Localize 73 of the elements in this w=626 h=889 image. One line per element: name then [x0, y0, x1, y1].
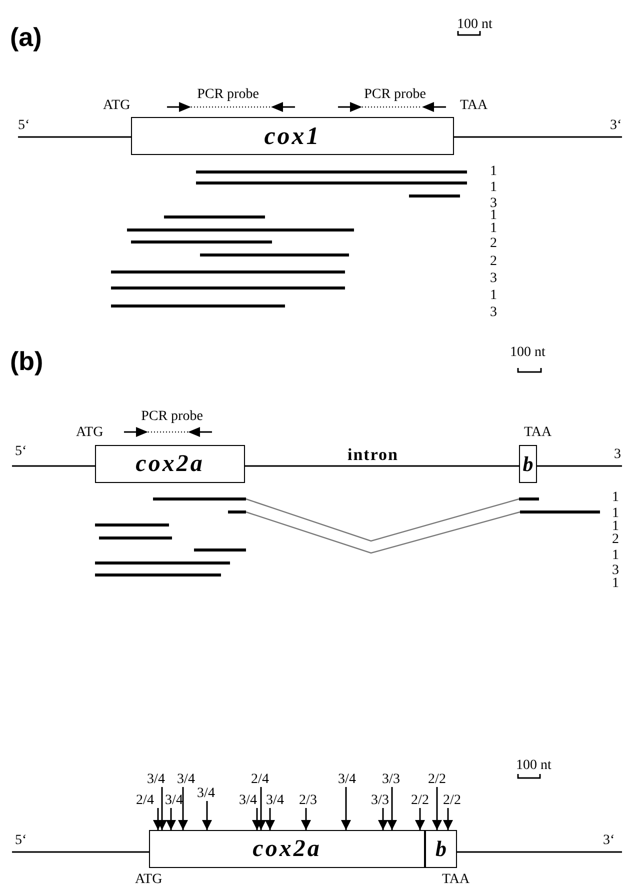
arrow [443, 808, 453, 830]
annotation-text: 1 [612, 491, 619, 505]
annotation-text: ATG [103, 99, 130, 113]
arrow [256, 787, 266, 830]
annotation-text: 1 [612, 520, 619, 534]
annotation-text: 1 [612, 577, 619, 591]
annotation-text: 1 [490, 165, 497, 179]
site-label: 2/3 [299, 794, 317, 808]
arrow [178, 787, 188, 830]
arrow [265, 808, 275, 830]
arrow [432, 787, 442, 830]
annotation-text: 3 [490, 272, 497, 286]
site-label: 2/4 [251, 773, 269, 787]
site-label: 2/2 [443, 794, 461, 808]
annotation-text: TAA [524, 426, 552, 440]
annotation-text: 3‘ [603, 834, 615, 848]
annotation-text: 2 [612, 533, 619, 547]
annotation-text: TAA [442, 873, 470, 887]
gene-box: cox2a [95, 445, 245, 483]
gene-box: b [425, 830, 457, 868]
annotation-text: 1 [490, 289, 497, 303]
gene-box: b [519, 445, 537, 483]
arrow [166, 808, 176, 830]
annotation-text: 3 [612, 564, 619, 578]
annotation-text: 1 [612, 549, 619, 563]
annotation-text: ATG [76, 426, 104, 440]
annotation-text: 1 [490, 209, 497, 223]
annotation-text: TAA [460, 99, 488, 113]
annotation-text: 100 nt [457, 18, 492, 32]
annotation-text: 5‘ [15, 445, 27, 459]
intron-label: intron [347, 446, 399, 463]
gene-box: cox2a [149, 830, 425, 868]
annotation-text: ATG [135, 873, 162, 887]
annotation-text: 5‘ [15, 834, 27, 848]
annotation-text: 3 [614, 448, 621, 462]
site-label: 3/4 [147, 773, 165, 787]
site-label: 3/4 [165, 794, 183, 808]
annotation-text: 3 [490, 306, 497, 320]
site-label: 2/4 [136, 794, 154, 808]
site-label: 3/4 [266, 794, 284, 808]
panel-label: (a) [10, 24, 42, 50]
annotation-text: PCR probe [197, 88, 259, 102]
annotation-text: 3 [490, 197, 497, 211]
annotation-text: 1 [490, 181, 497, 195]
arrow [301, 808, 311, 830]
annotation-text: 2 [490, 237, 497, 251]
site-label: 3/3 [382, 773, 400, 787]
arrow [252, 808, 262, 830]
gene-box: cox1 [131, 117, 454, 155]
annotation-text: PCR probe [364, 88, 426, 102]
panel-label: (b) [10, 348, 44, 374]
site-label: 2/2 [428, 773, 446, 787]
site-label: 3/4 [177, 773, 195, 787]
arrow [341, 787, 351, 830]
annotation-text: 1 [490, 222, 497, 236]
arrow [153, 808, 163, 830]
annotation-text: PCR probe [141, 410, 203, 424]
annotation-text: 2 [490, 255, 497, 269]
arrow [387, 787, 397, 830]
annotation-text: 100 nt [510, 346, 546, 360]
arrow [157, 787, 167, 830]
site-label: 3/4 [338, 773, 356, 787]
site-label: 3/3 [371, 794, 389, 808]
site-label: 2/2 [411, 794, 429, 808]
annotation-text: 100 nt [516, 759, 552, 773]
arrow [202, 801, 212, 830]
site-label: 3/4 [239, 794, 257, 808]
annotation-text: 5‘ [18, 119, 30, 133]
site-label: 3/4 [197, 787, 215, 801]
arrow [415, 808, 425, 830]
annotation-text: 1 [612, 507, 619, 521]
annotation-text: 3‘ [610, 119, 622, 133]
arrow [378, 808, 388, 830]
